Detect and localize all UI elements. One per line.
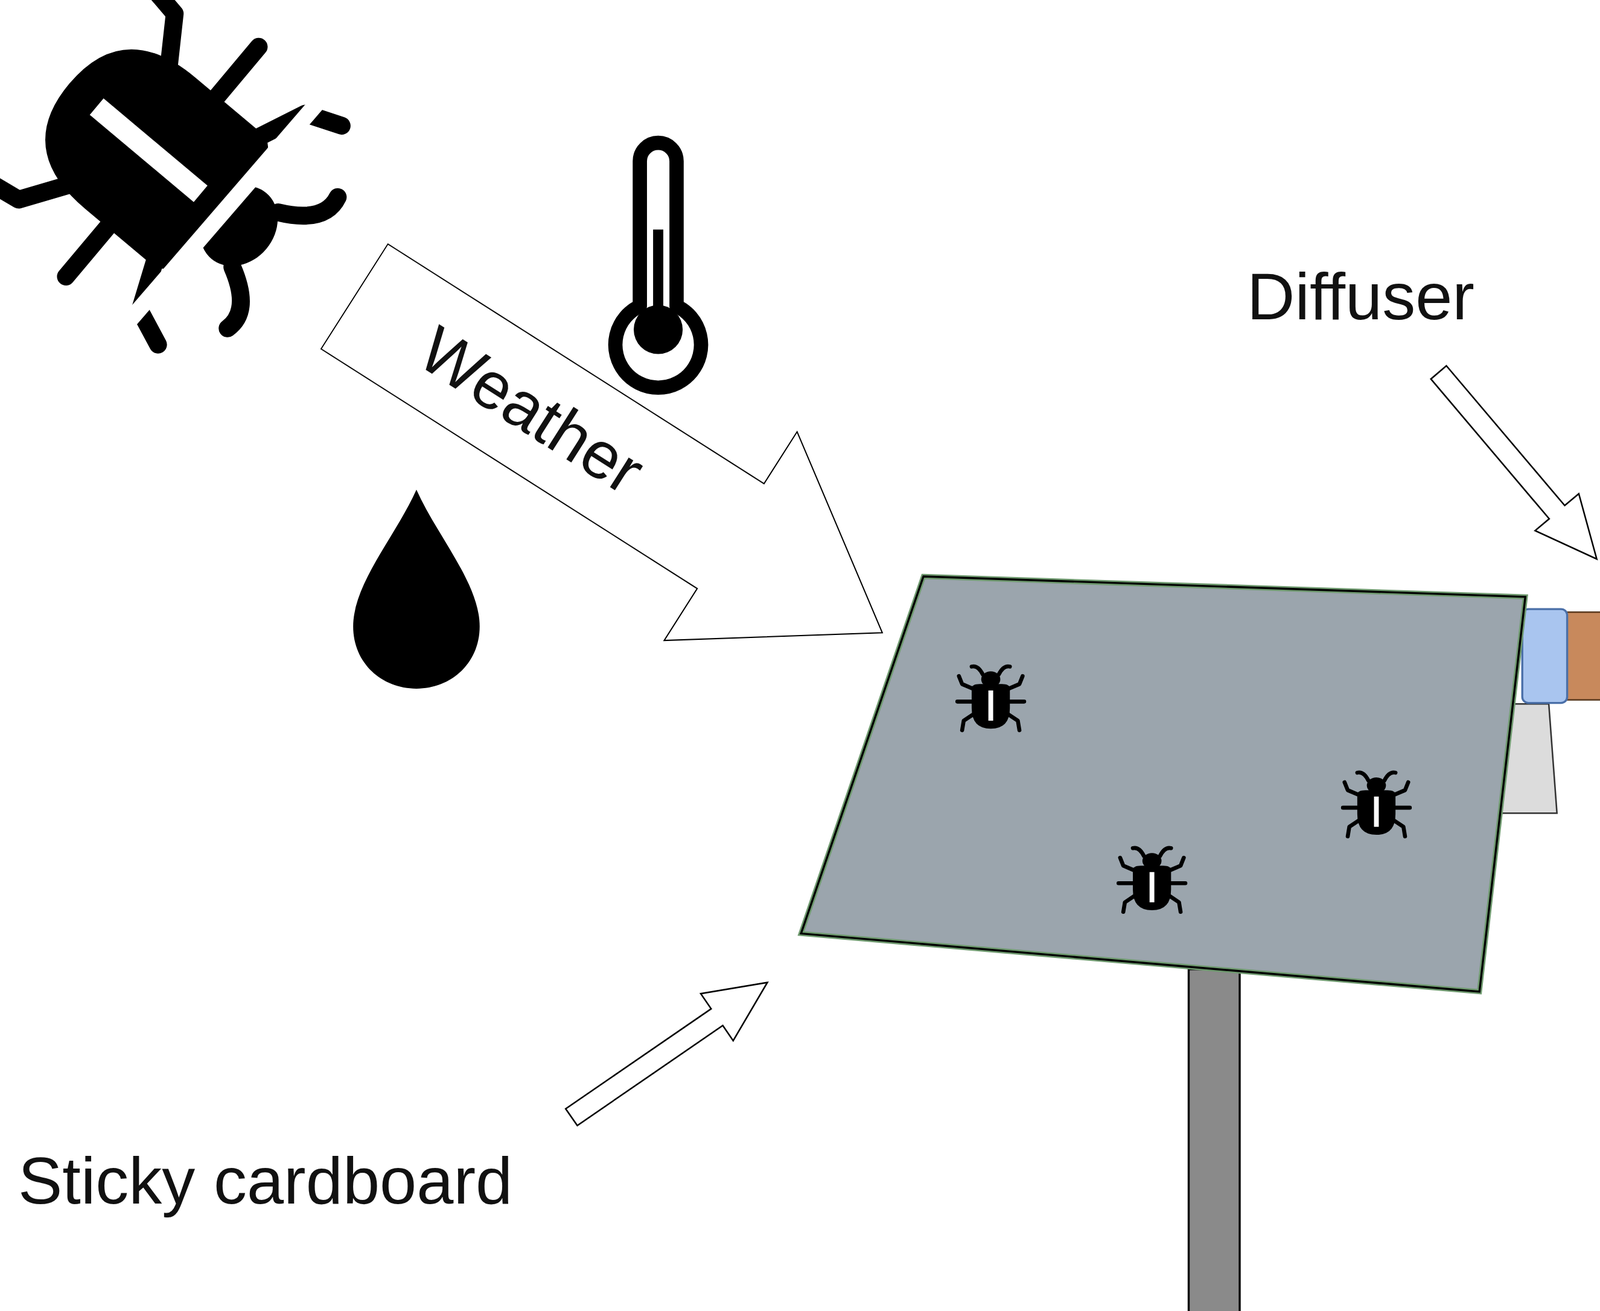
pointer-arrow bbox=[1431, 365, 1597, 559]
part-label: Sticky cardboard bbox=[18, 1143, 513, 1217]
sticky-cardboard-outline bbox=[800, 576, 1526, 992]
droplet-icon bbox=[353, 489, 480, 689]
thermometer-icon bbox=[615, 143, 702, 389]
sticky-cardboard bbox=[800, 576, 1526, 992]
pointer-arrow bbox=[565, 982, 768, 1126]
diffuser-body bbox=[1566, 611, 1600, 700]
trapped-bug bbox=[1342, 772, 1410, 837]
pole bbox=[1188, 969, 1240, 1311]
split-bug-icon bbox=[0, 0, 380, 379]
part-label: Diffuser bbox=[1246, 259, 1475, 333]
arrow-shape bbox=[287, 191, 949, 737]
diffuser-cap bbox=[1522, 608, 1567, 704]
trapped-bug bbox=[957, 666, 1025, 731]
trapped-bug bbox=[1118, 847, 1186, 912]
